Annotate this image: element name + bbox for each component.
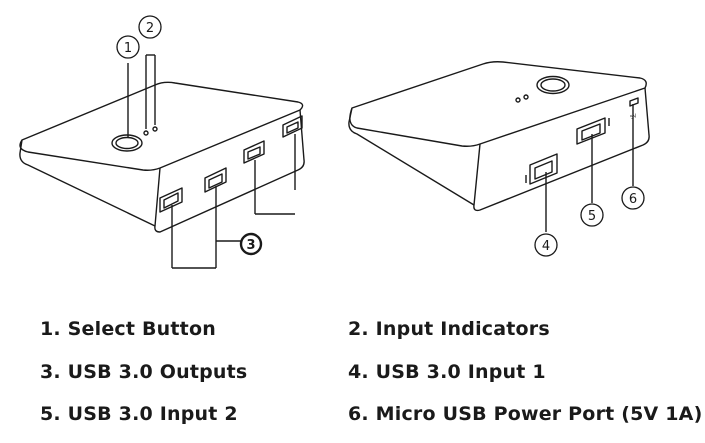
right-device-side	[348, 107, 475, 206]
micro-usb-port-label: 5V	[630, 113, 639, 121]
usb-input-port-1	[525, 153, 558, 185]
svg-text:1: 1	[124, 41, 132, 56]
usb-output-port-4	[282, 115, 303, 138]
right-indicator-led-1	[515, 97, 521, 103]
outputs-bracket	[171, 134, 296, 269]
select-button	[111, 134, 143, 152]
right-indicator-led-2	[523, 94, 529, 100]
right-select-button	[536, 75, 570, 95]
svg-text:4: 4	[542, 239, 550, 254]
usb-output-port-2	[204, 167, 227, 193]
svg-text:3: 3	[246, 238, 255, 253]
select-button-inner	[115, 136, 139, 150]
right-select-button-inner	[540, 78, 566, 92]
callout-5: 5	[580, 203, 604, 227]
micro-usb-port	[629, 97, 639, 107]
usb-output-ports	[159, 115, 303, 213]
callout-2: 2	[138, 15, 162, 39]
left-device-top	[19, 81, 304, 171]
callout-6: 6	[621, 186, 645, 210]
callout-3: 3	[239, 232, 263, 256]
svg-text:5: 5	[588, 209, 596, 224]
left-device-side	[19, 139, 156, 227]
right-device-front	[473, 87, 650, 212]
usb-output-port-1	[159, 187, 183, 213]
indicator-led-1	[143, 130, 149, 136]
right-leaders	[545, 104, 634, 232]
callout-4: 4	[534, 233, 558, 257]
svg-text:6: 6	[629, 192, 637, 207]
indicator-led-2	[152, 126, 158, 132]
right-device	[348, 61, 650, 212]
callout-1: 1	[116, 35, 140, 59]
left-device	[19, 81, 305, 233]
svg-text:2: 2	[146, 21, 154, 36]
usb-output-port-3	[243, 140, 265, 164]
left-device-front	[154, 109, 305, 233]
usb-input-port-2	[576, 117, 610, 145]
left-leaders-top	[127, 54, 156, 137]
